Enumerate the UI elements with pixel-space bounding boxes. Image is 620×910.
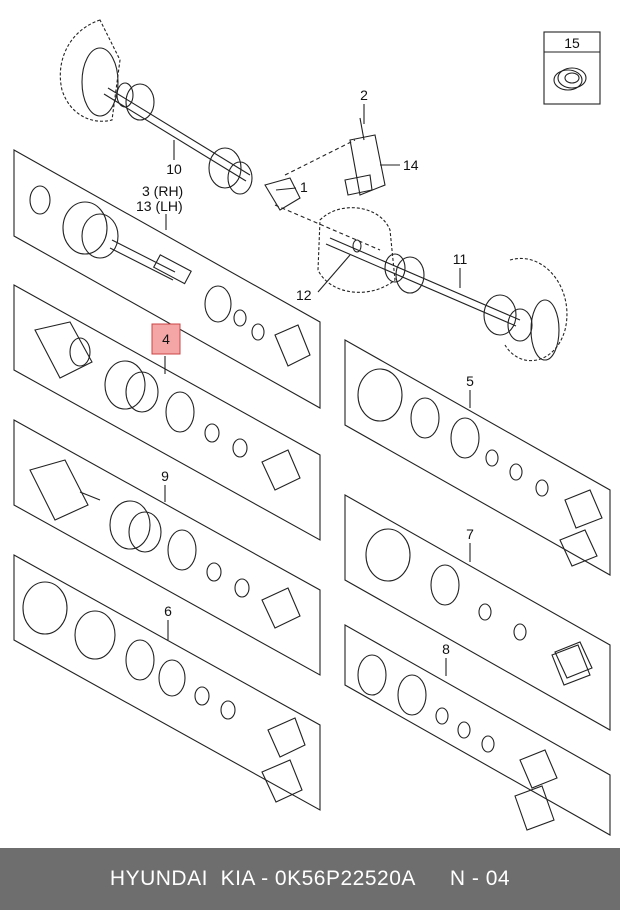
- label-11: 11: [453, 251, 468, 267]
- label-12: 12: [296, 287, 312, 303]
- panel-5: [344, 339, 611, 576]
- label-13-lh: 13 (LH): [136, 198, 183, 214]
- label-15: 15: [564, 35, 580, 51]
- highlight-part-4: [151, 323, 181, 355]
- part-15-inset: [543, 31, 601, 105]
- label-4: 4: [162, 331, 170, 347]
- label-5: 5: [466, 373, 474, 389]
- label-8: 8: [442, 641, 450, 657]
- label-7: 7: [466, 526, 474, 542]
- panel-9: [13, 419, 321, 676]
- leader-lines: [164, 104, 471, 676]
- panel-8: [344, 624, 611, 836]
- part-number-footer: HYUNDAI KIA - 0K56P22520A N - 04: [0, 848, 620, 910]
- upper-axle-assembly: [59, 19, 568, 362]
- panel-4: [13, 284, 321, 541]
- exploded-parts-diagram: 15: [13, 19, 611, 836]
- part-number-text: HYUNDAI KIA - 0K56P22520A: [109, 867, 416, 890]
- panel-7: [344, 494, 611, 731]
- label-3-rh: 3 (RH): [142, 183, 183, 199]
- label-6: 6: [164, 603, 172, 619]
- label-1: 1: [300, 179, 308, 195]
- panel-6: [13, 554, 321, 811]
- label-2: 2: [360, 87, 368, 103]
- label-14: 14: [403, 157, 419, 173]
- label-10: 10: [166, 161, 182, 177]
- page-number-text: N - 04: [449, 867, 511, 890]
- panel-3-13: [13, 149, 321, 409]
- label-9: 9: [161, 468, 169, 484]
